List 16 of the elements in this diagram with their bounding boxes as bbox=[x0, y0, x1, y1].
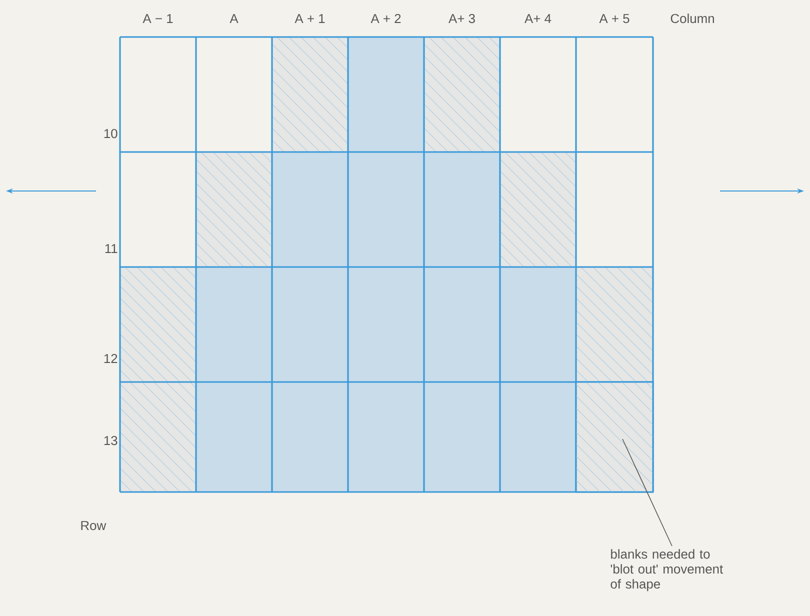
column-label: A+ 4 bbox=[524, 14, 552, 23]
column-label: A − 1 bbox=[142, 14, 173, 23]
axis-label: Column bbox=[670, 14, 714, 24]
note-text: blanks needed to 'blot out' movement of shape bbox=[610, 549, 723, 592]
row-label: 12 bbox=[104, 354, 118, 363]
row-label: 11 bbox=[105, 244, 118, 253]
row-label: 13 bbox=[104, 436, 118, 446]
column-label: A+ 3 bbox=[448, 14, 475, 24]
column-label: A bbox=[230, 14, 238, 23]
column-label: A + 2 bbox=[370, 14, 401, 23]
axis-label: Row bbox=[81, 521, 106, 530]
hatched-cell bbox=[575, 381, 654, 493]
column-label: A + 5 bbox=[599, 14, 630, 24]
row-label: 10 bbox=[104, 128, 118, 138]
column-label: A + 1 bbox=[294, 14, 325, 23]
leader-line bbox=[622, 438, 672, 546]
